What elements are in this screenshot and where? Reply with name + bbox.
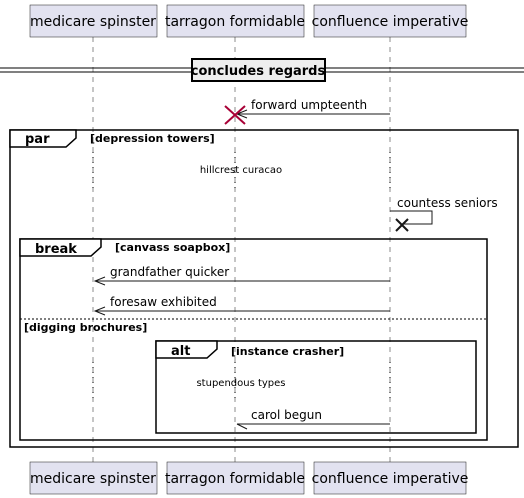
- delay-hillcrest-curacao: hillcrest curacao: [92, 152, 391, 190]
- frame-keyword: par: [25, 132, 50, 147]
- destroy-icon: [224, 105, 246, 125]
- participant-medicare-spinster-top[interactable]: medicare spinster: [29, 4, 158, 38]
- participant-label: medicare spinster: [30, 14, 156, 30]
- participant-medicare-spinster-bottom[interactable]: medicare spinster: [29, 461, 158, 495]
- message-carol-begun: carol begun: [236, 408, 390, 430]
- participant-confluence-imperative-top[interactable]: confluence imperative: [312, 4, 469, 38]
- message-grandfather-quicker: grandfather quicker: [95, 265, 390, 281]
- message-label: foresaw exhibited: [110, 295, 217, 309]
- message-countess-seniors: countess seniors: [390, 196, 498, 225]
- participant-tarragon-formidable-bottom[interactable]: tarragon formidable: [165, 461, 305, 495]
- frame-guard: [canvass soapbox]: [115, 241, 230, 254]
- participant-label: confluence imperative: [312, 14, 469, 30]
- frame-guard: [depression towers]: [90, 132, 215, 145]
- delay-stupendous-types: stupendous types: [92, 362, 391, 400]
- divider-label: concludes regards: [191, 64, 326, 79]
- message-label: forward umpteenth: [251, 98, 367, 112]
- delay-label: stupendous types: [196, 378, 285, 389]
- message-foresaw-exhibited: foresaw exhibited: [95, 295, 390, 311]
- par-frame: par [depression towers]: [9, 129, 519, 448]
- break-frame: break [canvass soapbox] [digging brochur…: [19, 238, 488, 441]
- frame-else-guard: [digging brochures]: [24, 321, 147, 334]
- participant-tarragon-formidable-top[interactable]: tarragon formidable: [165, 4, 305, 38]
- participant-label: tarragon formidable: [165, 14, 305, 30]
- participant-label: tarragon formidable: [165, 471, 305, 487]
- frame-keyword: alt: [171, 344, 190, 359]
- participant-label: confluence imperative: [312, 471, 469, 487]
- message-label: carol begun: [251, 408, 322, 422]
- delay-label: hillcrest curacao: [200, 165, 282, 176]
- destroy-icon: [395, 218, 409, 232]
- message-label: countess seniors: [397, 196, 498, 210]
- message-label: grandfather quicker: [110, 265, 229, 279]
- participant-confluence-imperative-bottom[interactable]: confluence imperative: [312, 461, 469, 495]
- divider: concludes regards: [0, 58, 524, 82]
- message-forward-umpteenth: forward umpteenth: [237, 98, 390, 114]
- alt-frame: alt [instance crasher]: [155, 340, 477, 434]
- frame-keyword: break: [35, 242, 77, 257]
- participant-label: medicare spinster: [30, 471, 156, 487]
- frame-guard: [instance crasher]: [231, 345, 344, 358]
